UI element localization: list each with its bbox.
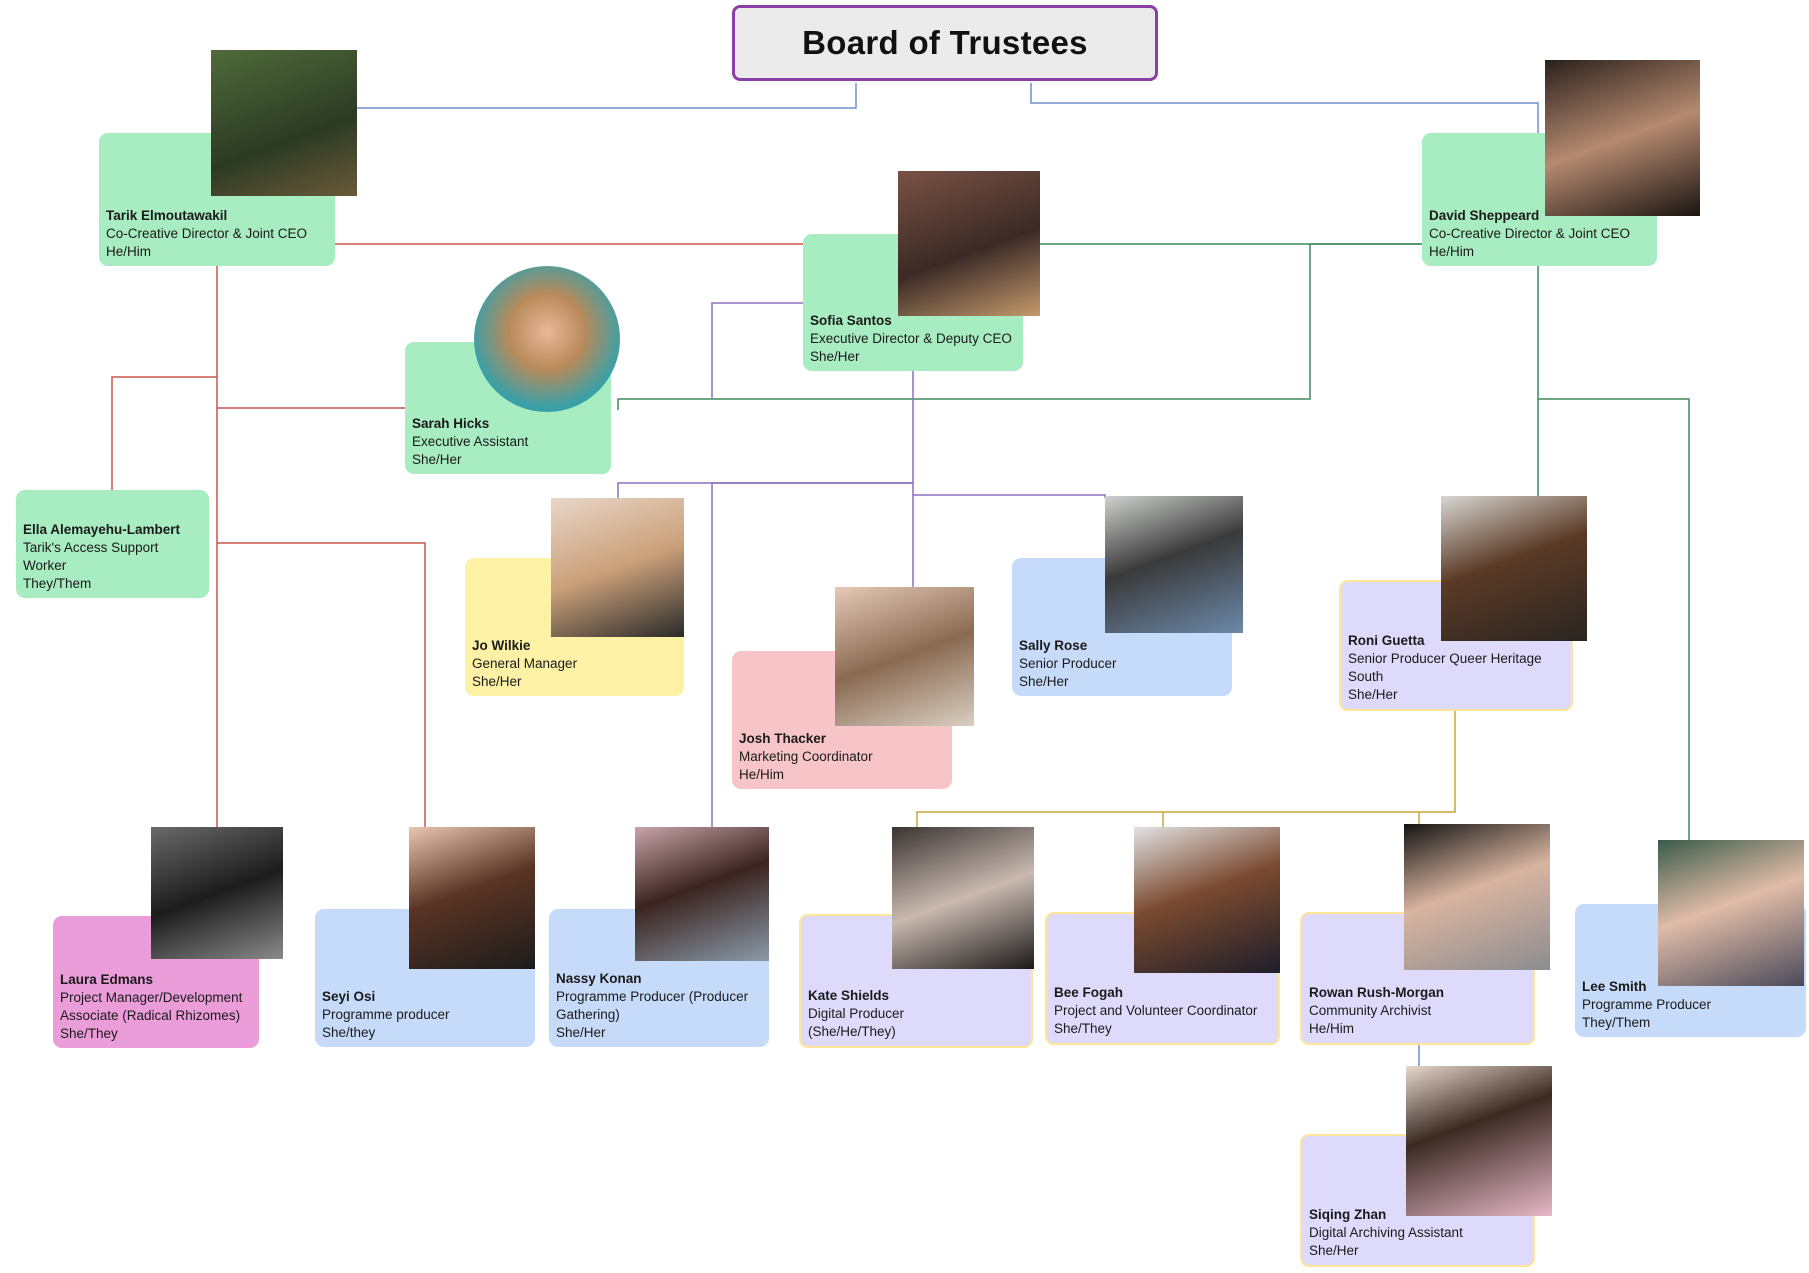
portrait-photo [409,827,535,969]
card-kate[interactable]: Kate Shields Digital Producer (She/He/Th… [799,914,1033,1048]
line-sofia-sarah [711,302,803,399]
person-pronouns: (She/He/They) [808,1024,896,1039]
person-role: Digital Archiving Assistant [1309,1225,1463,1240]
person-name: Siqing Zhan [1309,1207,1387,1222]
portrait-photo [1441,496,1587,641]
person-name: Laura Edmans [60,972,154,987]
portrait-photo [1545,60,1700,216]
person-role: Co-Creative Director & Joint CEO [106,226,308,241]
person-pronouns: She/Her [1019,674,1069,689]
person-role: Tarik's Access Support Worker [23,540,159,573]
line-david-lee [1538,398,1690,842]
person-role: Project Manager/Development Associate (R… [60,990,243,1023]
person-name: Ella Alemayehu-Lambert [23,522,181,537]
person-name: Josh Thacker [739,731,827,746]
line-sofia-nassy [711,482,913,827]
portrait-photo [551,498,684,637]
person-role: Project and Volunteer Coordinator [1054,1003,1258,1018]
person-role: Marketing Coordinator [739,749,873,764]
board-of-trustees-box[interactable]: Board of Trustees [732,5,1158,81]
portrait-photo [835,587,974,726]
portrait-photo [151,827,283,959]
portrait-photo [1134,827,1280,973]
line-roni-trunk [916,711,1456,827]
line-tarik-seyi [217,542,426,827]
person-role: Programme Producer (Producer Gathering) [556,989,749,1022]
person-name: Kate Shields [808,988,890,1003]
person-pronouns: She/Her [472,674,522,689]
person-role: Senior Producer Queer Heritage South [1348,651,1542,684]
person-pronouns: She/Her [412,452,462,467]
person-pronouns: He/Him [1309,1021,1355,1036]
card-ella[interactable]: Ella Alemayehu-Lambert Tarik's Access Su… [16,490,209,598]
portrait-photo [1658,840,1804,986]
person-role: Co-Creative Director & Joint CEO [1429,226,1631,241]
person-name: Rowan Rush-Morgan [1309,985,1444,1000]
line-board-tarik [357,83,857,109]
person-name: Sarah Hicks [412,416,490,431]
person-pronouns: She/Her [1309,1243,1359,1258]
person-name: Sofia Santos [810,313,892,328]
portrait-photo [474,266,620,412]
portrait-photo [211,50,357,196]
person-pronouns: She/Her [1348,687,1398,702]
portrait-photo [898,171,1040,316]
person-pronouns: She/Her [556,1025,606,1040]
person-role: Digital Producer [808,1006,905,1021]
person-name: Jo Wilkie [472,638,531,653]
person-role: Executive Director & Deputy CEO [810,331,1012,346]
line-board-david [1030,83,1539,135]
portrait-photo [635,827,769,961]
person-pronouns: He/Him [739,767,785,782]
person-pronouns: She/They [60,1026,118,1041]
person-pronouns: She/They [1054,1021,1112,1036]
person-name: Lee Smith [1582,979,1647,994]
person-pronouns: They/Them [1582,1015,1651,1030]
person-role: Programme producer [322,1007,450,1022]
person-role: Community Archivist [1309,1003,1432,1018]
person-name: Sally Rose [1019,638,1088,653]
line-tarik-ella [111,376,217,490]
portrait-photo [892,827,1034,969]
line-sofia-sally [913,494,1106,498]
person-pronouns: They/Them [23,576,92,591]
portrait-photo [1406,1066,1552,1216]
person-name: David Sheppeard [1429,208,1540,223]
person-role: Programme Producer [1582,997,1712,1012]
person-role: Senior Producer [1019,656,1117,671]
person-name: Tarik Elmoutawakil [106,208,228,223]
line-sofia-jo [617,482,913,498]
board-title: Board of Trustees [802,24,1088,61]
person-role: General Manager [472,656,578,671]
portrait-photo [1105,496,1243,633]
line-david-sarah [617,243,1423,410]
person-name: Nassy Konan [556,971,642,986]
person-name: Bee Fogah [1054,985,1124,1000]
person-pronouns: She/Her [810,349,860,364]
person-name: Seyi Osi [322,989,376,1004]
person-pronouns: She/they [322,1025,376,1040]
person-role: Executive Assistant [412,434,529,449]
person-pronouns: He/Him [1429,244,1475,259]
person-name: Roni Guetta [1348,633,1425,648]
card-rowan[interactable]: Rowan Rush-Morgan Community Archivist He… [1300,912,1535,1045]
portrait-photo [1404,824,1550,970]
person-pronouns: He/Him [106,244,152,259]
